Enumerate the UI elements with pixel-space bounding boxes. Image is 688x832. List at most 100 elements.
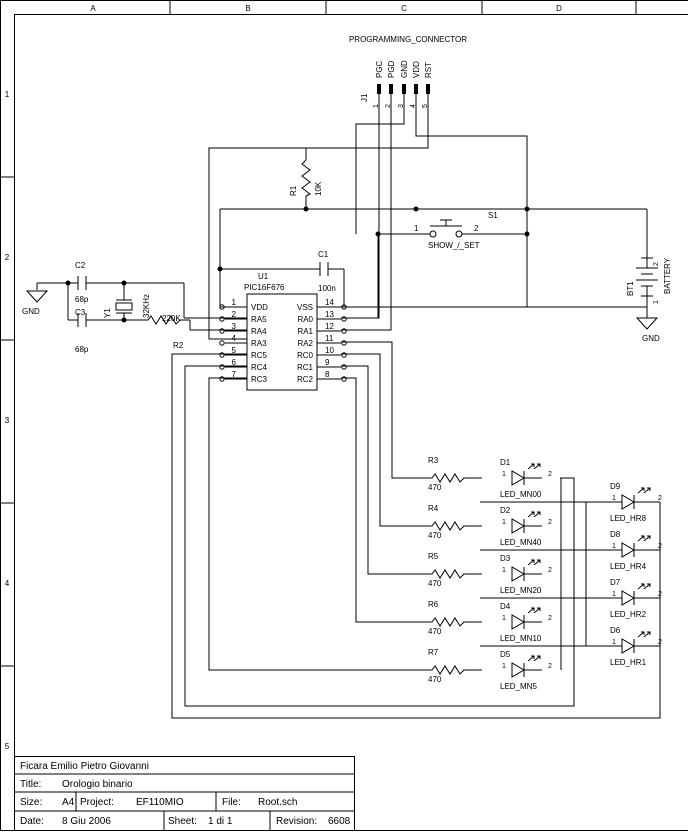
ic-pin-number: 5 bbox=[232, 346, 237, 355]
ic-pin-number: 8 bbox=[325, 370, 330, 379]
title-label: Title: bbox=[20, 779, 41, 790]
resistor-value: 470 bbox=[428, 483, 442, 492]
u1-ref: U1 bbox=[258, 272, 269, 281]
border-col-label: A bbox=[90, 4, 96, 13]
crystal-y1: Y1 32KHz bbox=[103, 294, 151, 318]
ic-pin-name: VDD bbox=[251, 303, 268, 312]
title-value: Orologio binario bbox=[62, 779, 133, 790]
led-ref: D8 bbox=[610, 530, 621, 539]
size-label: Size: bbox=[20, 797, 42, 808]
ic-pin-number: 4 bbox=[232, 334, 237, 343]
file-value: Root.sch bbox=[258, 797, 297, 808]
border-row-label: 1 bbox=[5, 90, 10, 99]
s1-pin2: 2 bbox=[474, 224, 479, 233]
r2-ref: R2 bbox=[173, 341, 184, 350]
led-pin1: 1 bbox=[502, 471, 506, 478]
connector-pin-name: PGC bbox=[375, 60, 384, 78]
led-pin1: 1 bbox=[502, 567, 506, 574]
border-col-label: C bbox=[401, 4, 407, 13]
ic-pin-number: 2 bbox=[232, 310, 237, 319]
led-pin1: 1 bbox=[612, 495, 616, 502]
connector-ref: J1 bbox=[360, 93, 369, 102]
connector-pin: GND 3 bbox=[398, 60, 409, 110]
switch-s1: S1 1 2 SHOW_/_SET bbox=[414, 211, 498, 250]
connector-pin-number: 3 bbox=[398, 104, 405, 108]
author-name: Ficara Emilio Pietro Giovanni bbox=[20, 761, 149, 772]
revision-value: 6608 bbox=[328, 816, 351, 827]
ic-pin-name: RA5 bbox=[251, 315, 267, 324]
ic-pin-name: RC0 bbox=[297, 351, 314, 360]
led-ref: D7 bbox=[610, 578, 621, 587]
led-name: LED_MN20 bbox=[500, 586, 542, 595]
resistor-ref: R6 bbox=[428, 600, 439, 609]
ic-pin-number: 7 bbox=[232, 370, 237, 379]
gnd-label: GND bbox=[642, 334, 660, 343]
c1-value: 100n bbox=[318, 284, 336, 293]
y1-value: 32KHz bbox=[142, 294, 151, 318]
led-pin1: 1 bbox=[612, 591, 616, 598]
connector-pin-name: GND bbox=[400, 60, 409, 78]
led-pin2: 2 bbox=[548, 663, 552, 670]
bt1-pin1: 1 bbox=[653, 300, 660, 304]
led-name: LED_MN40 bbox=[500, 538, 542, 547]
c3-ref: C3 bbox=[75, 308, 86, 317]
ic-pin-name: RA2 bbox=[297, 339, 313, 348]
ic-pin-number: 6 bbox=[232, 358, 237, 367]
led-pin1: 1 bbox=[612, 543, 616, 550]
ic-pin-name: RA1 bbox=[297, 327, 313, 336]
file-label: File: bbox=[222, 797, 241, 808]
border-row-label: 5 bbox=[5, 742, 10, 751]
led-pin2: 2 bbox=[658, 495, 662, 502]
resistor-value: 470 bbox=[428, 627, 442, 636]
project-value: EF110MIO bbox=[136, 797, 184, 808]
ic-pin-number: 13 bbox=[325, 310, 334, 319]
resistor-value: 470 bbox=[428, 579, 442, 588]
c1-ref: C1 bbox=[318, 250, 329, 259]
led-pin2: 2 bbox=[548, 615, 552, 622]
ic-pin-number: 10 bbox=[325, 346, 334, 355]
resistor-r3: R3 470 bbox=[420, 456, 482, 492]
led-ref: D6 bbox=[610, 626, 621, 635]
s1-ref: S1 bbox=[488, 211, 498, 220]
ic-pin-number: 9 bbox=[325, 358, 330, 367]
r1-value: 10K bbox=[314, 181, 323, 196]
led-pin2: 2 bbox=[658, 639, 662, 646]
led-pin2: 2 bbox=[548, 519, 552, 526]
ic-pin-name: RA4 bbox=[251, 327, 267, 336]
s1-pin1: 1 bbox=[414, 224, 419, 233]
led-ref: D9 bbox=[610, 482, 621, 491]
date-label: Date: bbox=[20, 816, 44, 827]
sheet-value: 1 di 1 bbox=[208, 816, 233, 827]
border-row-label: 2 bbox=[5, 253, 10, 262]
capacitor-c1: C1 100n bbox=[318, 250, 336, 293]
gnd-symbol-right: GND bbox=[635, 317, 660, 343]
resistor-r6: R6 470 bbox=[420, 600, 482, 636]
led-pin1: 1 bbox=[612, 639, 616, 646]
resistor-ref: R4 bbox=[428, 504, 439, 513]
c3-value: 68p bbox=[75, 345, 89, 354]
ic-pin-name: RC4 bbox=[251, 363, 268, 372]
led-pin2: 2 bbox=[548, 471, 552, 478]
battery-bt1: BT1 BATTERY 2 1 bbox=[626, 257, 672, 304]
ic-pin-number: 1 bbox=[232, 298, 237, 307]
c2-ref: C2 bbox=[75, 261, 86, 270]
connector-pin-number: 1 bbox=[373, 104, 380, 108]
resistor-ref: R3 bbox=[428, 456, 439, 465]
capacitor-c2: C2 68p bbox=[75, 261, 89, 304]
led-ref: D5 bbox=[500, 650, 511, 659]
ic-u1: U1 PIC16F676 1VDD2RA53RA44RA35RC56RC47RC… bbox=[219, 272, 347, 391]
led-name: LED_MN10 bbox=[500, 634, 542, 643]
